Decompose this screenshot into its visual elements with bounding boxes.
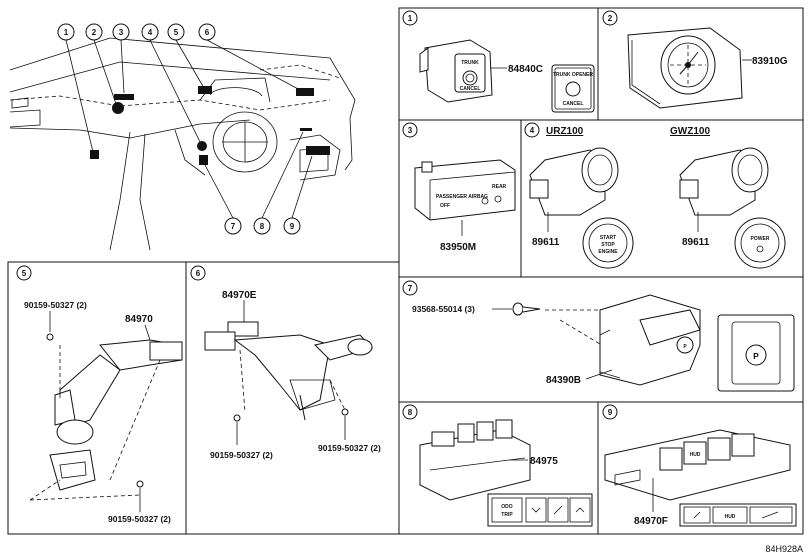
hud-button-face: HUD (679, 503, 797, 527)
variant-label-urz100: URZ100 (546, 126, 584, 137)
panel-5: 5 90159-50327 (2) 84970 90159-50327 (2) (16, 265, 183, 524)
part-number-83910g: 83910G (752, 56, 788, 67)
overview-callout-1: 1 (57, 23, 75, 41)
svg-text:2: 2 (608, 14, 613, 23)
svg-text:9: 9 (290, 222, 295, 231)
wiper-switch-assembly (49, 339, 183, 491)
svg-text:1: 1 (408, 14, 413, 23)
part-number-bolt-top: 90159-50327 (2) (24, 300, 87, 310)
part-number-84970f: 84970F (634, 516, 668, 527)
panel-8: 8 84975 ODO TRIP (402, 404, 593, 527)
svg-text:POWER: POWER (751, 236, 770, 242)
start-stop-button-face: START STOP ENGINE (582, 217, 634, 269)
overview-callout-8: 8 (253, 217, 271, 235)
overview-callout-6: 6 (198, 23, 216, 41)
overview-callout-3: 3 (112, 23, 130, 41)
svg-text:STOP: STOP (601, 242, 615, 248)
svg-text:7: 7 (408, 284, 413, 293)
clock-assembly (627, 27, 743, 109)
svg-text:8: 8 (260, 222, 265, 231)
panel-2: 2 83910G (602, 10, 788, 109)
svg-text:ODO: ODO (501, 504, 513, 510)
svg-text:HUD: HUD (690, 452, 701, 458)
mounting-screw (512, 302, 541, 316)
svg-text:TRIP: TRIP (501, 512, 513, 518)
svg-text:5: 5 (174, 28, 179, 37)
power-switch (679, 147, 769, 216)
part-number-89611-a: 89611 (532, 237, 560, 248)
part-number-84975: 84975 (530, 456, 558, 467)
part-number-84840c: 84840C (508, 64, 543, 75)
part-number-bolt-bottom: 90159-50327 (2) (108, 514, 171, 524)
overview-callout-5: 5 (167, 23, 185, 41)
start-stop-switch (529, 147, 619, 216)
part-number-84970e: 84970E (222, 290, 257, 301)
svg-text:3: 3 (408, 126, 413, 135)
svg-text:1: 1 (64, 28, 69, 37)
svg-text:4: 4 (148, 28, 153, 37)
svg-text:OFF: OFF (440, 203, 450, 209)
svg-text:3: 3 (119, 28, 124, 37)
odo-trip-switch (419, 419, 531, 501)
overview-callout-7: 7 (224, 217, 242, 235)
overview-callout-9: 9 (283, 217, 301, 235)
svg-text:CANCEL: CANCEL (460, 86, 481, 92)
svg-text:REAR: REAR (492, 184, 507, 190)
odo-trip-button-face: ODO TRIP (487, 493, 593, 527)
part-number-screw: 93568-55014 (3) (412, 304, 475, 314)
panel-1: 1 TRUNK CANCEL 84840C TRUNK OPENER CANCE… (402, 10, 595, 113)
svg-text:ENGINE: ENGINE (598, 249, 618, 255)
svg-text:P: P (753, 351, 759, 361)
svg-text:5: 5 (22, 269, 27, 278)
figure-code: 84H928A (765, 544, 803, 554)
panel-7: 7 93568-55014 (3) P 84390B P (402, 280, 795, 392)
parking-brake-switch: P (599, 294, 701, 386)
part-number-bolt-right: 90159-50327 (2) (318, 443, 381, 453)
svg-text:4: 4 (530, 126, 535, 135)
power-button-face: POWER (734, 217, 786, 269)
svg-text:CANCEL: CANCEL (563, 101, 584, 107)
dashboard-overview (9, 37, 356, 251)
panel-3: 3 PASSENGER AIRBAG REAR OFF 83950M (402, 122, 516, 253)
svg-text:6: 6 (205, 28, 210, 37)
overview-callouts: 1 2 3 4 5 6 7 8 9 (57, 23, 313, 235)
svg-text:HUD: HUD (725, 514, 736, 520)
hud-switch-assembly: HUD (604, 429, 791, 501)
svg-text:2: 2 (92, 28, 97, 37)
parking-brake-button-face: P (717, 314, 795, 392)
svg-text:P: P (683, 344, 687, 350)
svg-text:START: START (600, 235, 616, 241)
panel-9: 9 HUD 84970F HUD (602, 404, 797, 527)
part-number-bolt-left: 90159-50327 (2) (210, 450, 273, 460)
svg-text:TRUNK: TRUNK (461, 60, 479, 66)
overview-callout-2: 2 (85, 23, 103, 41)
part-number-83950m: 83950M (440, 242, 476, 253)
variant-label-gwz100: GWZ100 (670, 126, 710, 137)
svg-text:7: 7 (231, 222, 236, 231)
overview-callout-4: 4 (141, 23, 159, 41)
trunk-opener-button-face: TRUNK OPENER CANCEL (551, 64, 595, 113)
svg-text:9: 9 (608, 408, 613, 417)
passenger-airbag-indicator: PASSENGER AIRBAG REAR OFF (414, 159, 516, 221)
svg-text:8: 8 (408, 408, 413, 417)
turn-signal-switch-assembly (204, 321, 373, 421)
panel-6: 6 84970E 90159-50327 (2) 90159-50327 (2) (190, 265, 381, 460)
part-number-84390b: 84390B (546, 375, 581, 386)
part-number-84970: 84970 (125, 314, 153, 325)
svg-text:6: 6 (196, 269, 201, 278)
panel-frames (7, 7, 804, 535)
panel-4: 4 URZ100 GWZ100 89611 START STOP ENGINE … (524, 122, 786, 269)
trunk-opener-switch: TRUNK CANCEL (419, 39, 493, 103)
svg-text:TRUNK OPENER: TRUNK OPENER (553, 72, 593, 78)
svg-text:PASSENGER AIRBAG: PASSENGER AIRBAG (436, 194, 488, 200)
part-number-89611-b: 89611 (682, 237, 710, 248)
